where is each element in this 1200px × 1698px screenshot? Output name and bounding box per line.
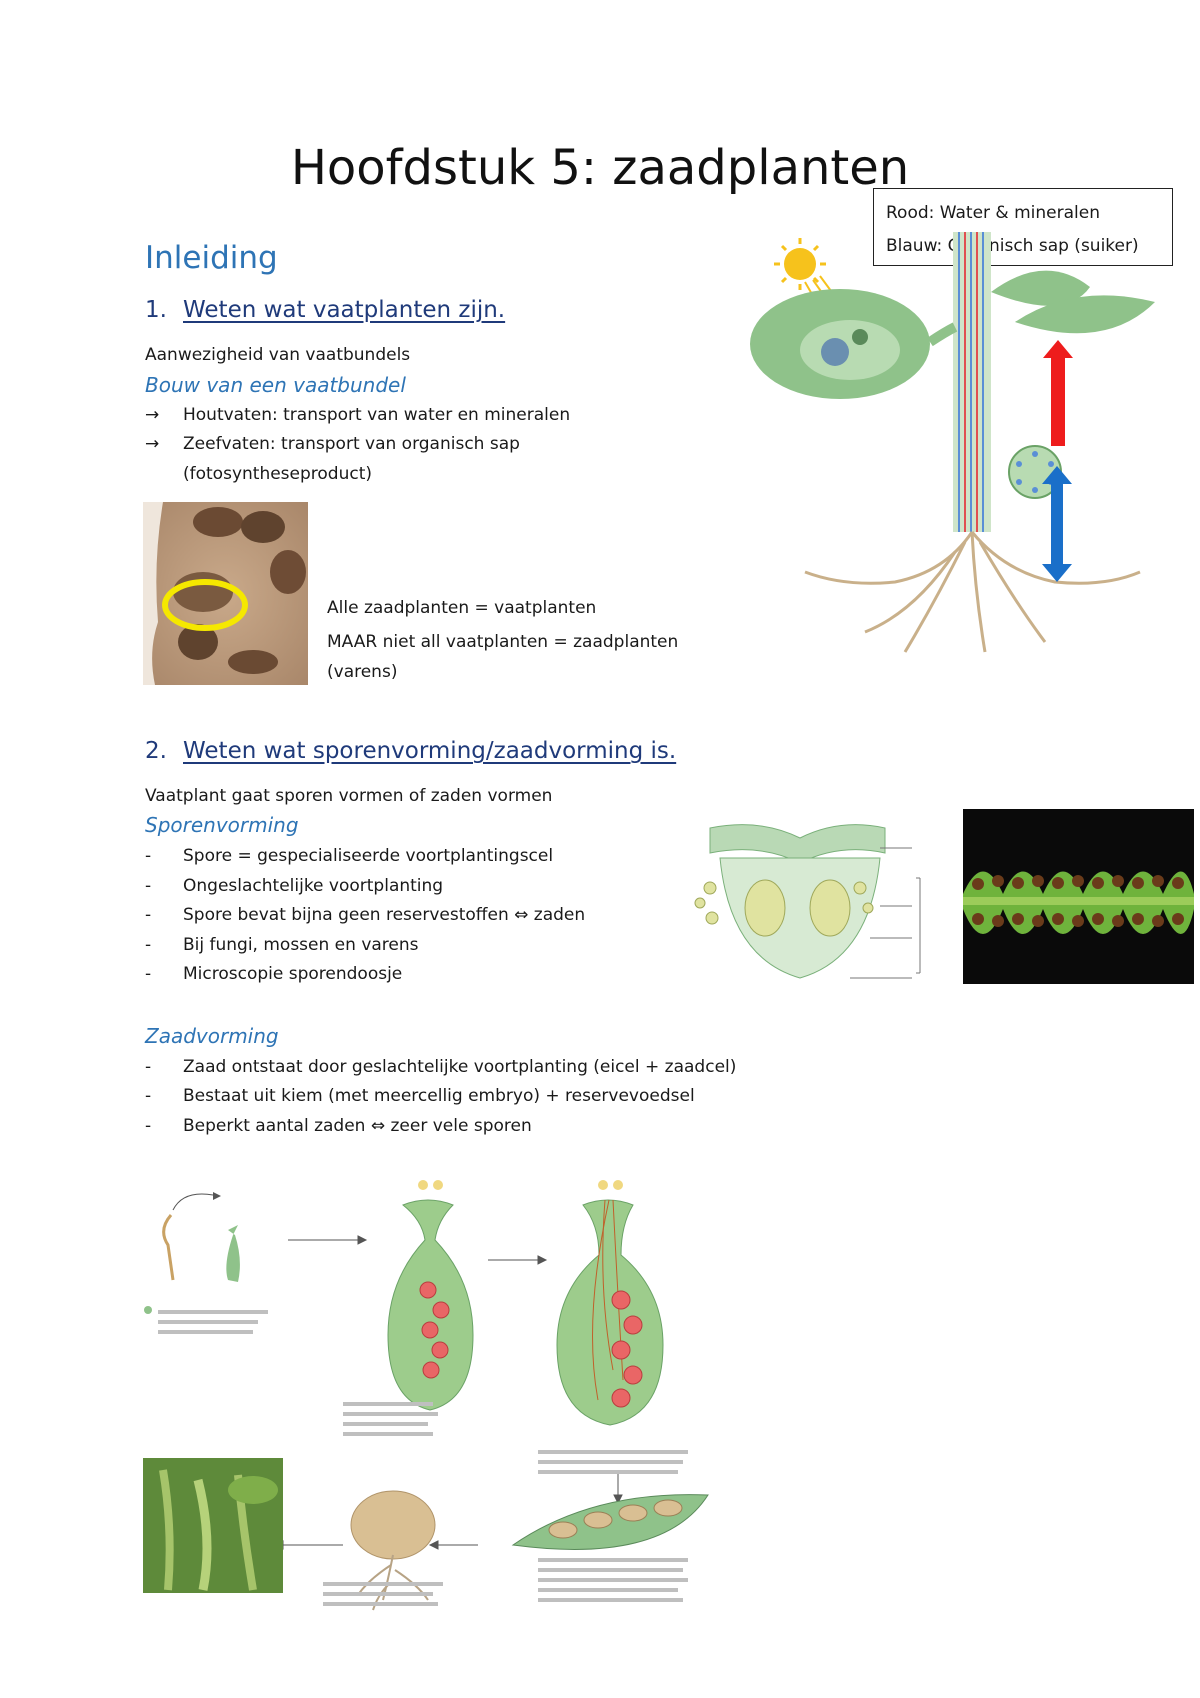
sporen-bullet: -Ongeslachtelijke voortplanting: [145, 876, 444, 896]
vascular-bundle-micrograph: [143, 502, 308, 685]
sporen-bullet: -Spore bevat bijna geen reservestoffen ⇔…: [145, 905, 586, 925]
red-up-arrow: [1043, 340, 1073, 446]
highlight-circle: [162, 579, 248, 631]
arrow-marker: →: [145, 434, 160, 454]
note-line: (varens): [327, 662, 398, 682]
note-line: MAAR niet all vaatplanten = zaadplanten: [327, 632, 679, 652]
pistil-fertilization: [387, 1180, 474, 1411]
plant-transport-diagram: [750, 232, 1155, 653]
sporen-bullet: -Spore = gespecialiseerde voortplantings…: [145, 846, 554, 866]
section1-subheading: Bouw van een vaatbundel: [145, 373, 406, 397]
sporen-bullet: -Bij fungi, mossen en varens: [145, 935, 419, 955]
leaf-right-upper: [991, 270, 1090, 306]
blue-double-arrow: [1042, 466, 1072, 582]
germinating-seed: [350, 1490, 436, 1611]
legend-red: Rood: Water & mineralen: [886, 203, 1100, 223]
pistil-pollen-tubes: [556, 1180, 664, 1426]
section1-bullet: →Zeefvaten: transport van organisch sap: [145, 434, 520, 454]
sporangium-diagram: [694, 824, 921, 979]
section1-intro: Aanwezigheid van vaatbundels: [145, 345, 411, 365]
section1-heading: 1. Weten wat vaatplanten zijn.: [145, 297, 505, 323]
pollination-illustration: [144, 1192, 240, 1314]
seed-formation-diagram: [143, 1180, 709, 1611]
leaf-right-lower: [1015, 295, 1155, 334]
color-legend: Rood: Water & mineralen Blauw: Organisch…: [873, 188, 1173, 266]
arrow-marker: →: [145, 405, 160, 425]
fern-sori-photo: [963, 809, 1194, 984]
section1-bullet-continued: (fotosyntheseproduct): [183, 464, 373, 484]
section2-heading: 2. Weten wat sporenvorming/zaadvorming is…: [145, 738, 676, 764]
section-heading-inleiding: Inleiding: [145, 240, 278, 276]
bean-plant-photo: [143, 1458, 283, 1593]
sporen-subheading: Sporenvorming: [145, 813, 299, 837]
page-title: Hoofdstuk 5: zaadplanten: [290, 140, 910, 196]
zaad-subheading: Zaadvorming: [145, 1024, 279, 1048]
root-system: [804, 531, 1141, 653]
sporen-bullet: -Microscopie sporendoosje: [145, 964, 403, 984]
section2-number: 2.: [145, 738, 167, 764]
section2-heading-text[interactable]: Weten wat sporenvorming/zaadvorming is.: [183, 738, 677, 764]
zaad-bullet: -Beperkt aantal zaden ⇔ zeer vele sporen: [145, 1116, 532, 1136]
zaad-bullet: -Bestaat uit kiem (met meercellig embryo…: [145, 1086, 695, 1106]
note-line: Alle zaadplanten = vaatplanten: [327, 598, 597, 618]
legend-blue: Blauw: Organisch sap (suiker): [886, 236, 1139, 256]
zaad-bullet: -Zaad ontstaat door geslachtelijke voort…: [145, 1057, 737, 1077]
section1-heading-text[interactable]: Weten wat vaatplanten zijn.: [183, 297, 506, 323]
section1-bullet: →Houtvaten: transport van water en miner…: [145, 405, 571, 425]
section2-intro: Vaatplant gaat sporen vormen of zaden vo…: [145, 786, 553, 806]
section1-number: 1.: [145, 297, 167, 323]
seed-pod: [511, 1494, 709, 1550]
